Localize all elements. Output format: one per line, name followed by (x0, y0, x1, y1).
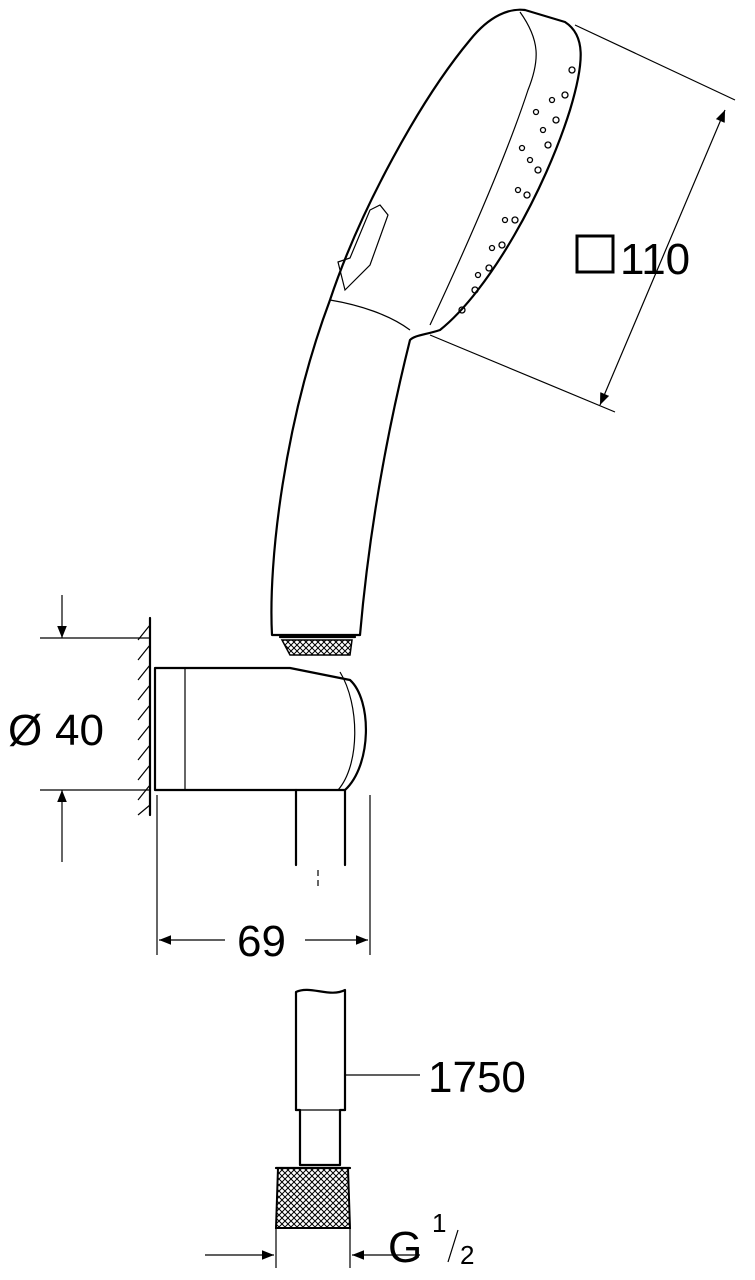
dimension-holder-diameter: Ø 40 (8, 595, 150, 862)
holder-diameter-value: 40 (55, 706, 104, 755)
thread-letter: G (388, 1223, 422, 1272)
head-size-value: 110 (620, 235, 690, 284)
hose-lower (274, 988, 352, 1229)
projection-value: 69 (237, 917, 286, 966)
square-symbol (575, 234, 615, 274)
diameter-symbol: Ø (8, 706, 42, 755)
thread-numerator: 1 (432, 1208, 446, 1238)
wall (137, 616, 152, 817)
dimension-projection: 69 (156, 795, 371, 966)
dimension-hose-length: 1750 (345, 1053, 526, 1102)
hose-length-value: 1750 (428, 1053, 526, 1102)
dimension-thread: G 1 2 (205, 1208, 474, 1272)
dimension-head-size: 110 (429, 24, 736, 413)
thread-denominator: 2 (460, 1240, 474, 1270)
wall-holder (153, 666, 367, 792)
hose-upper (294, 788, 347, 890)
spray-nozzles (458, 66, 576, 314)
hand-shower (270, 8, 582, 656)
